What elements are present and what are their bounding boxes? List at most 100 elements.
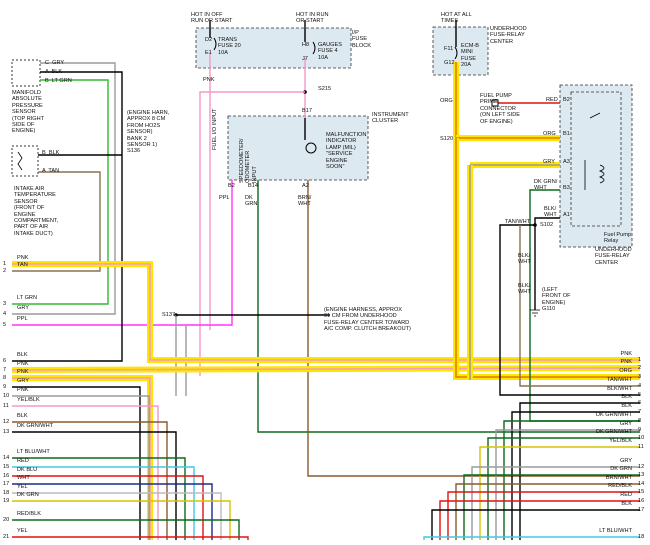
org-relay-label: ORG <box>543 131 556 137</box>
map-pin-b: B LT GRN <box>45 78 72 84</box>
left-wire-10 <box>12 395 150 540</box>
left-pin-number: 7 <box>3 367 7 373</box>
left-pin-number: 5 <box>3 322 7 328</box>
right-wire-7 <box>511 411 640 540</box>
left-wire-9 <box>12 386 141 540</box>
red-wire-label: RED <box>546 97 558 103</box>
right-pin-number: 12 <box>638 464 645 470</box>
right-pin-number: 13 <box>638 472 645 478</box>
left-pin-number: 9 <box>3 384 7 390</box>
ecm-b-fuse-label: ECM-B MINI FUSE 20A <box>461 43 480 69</box>
relay-pin-b3: B3 <box>563 185 570 191</box>
iat-resistor-symbol <box>17 151 23 171</box>
pnk-row1 <box>12 263 640 361</box>
tan-wht-row4 <box>519 225 640 387</box>
left-wire-label: PNK <box>17 387 29 393</box>
fuel-pump-relay-label: Fuel Pump Relay <box>604 232 632 245</box>
splice-s215: S215 <box>318 86 332 92</box>
right-pin-number: 10 <box>638 435 645 441</box>
left-wire-18 <box>12 492 222 540</box>
map-sensor-label: MANIFOLD ABSOLUTE PRESSURE SENSOR (TOP R… <box>12 90 45 135</box>
left-wire-label: TAN <box>17 262 28 268</box>
hot-at-all-times-label: HOT AT ALL TIMES <box>441 12 472 25</box>
mil-lamp-symbol <box>305 142 317 154</box>
right-wire-17 <box>431 509 640 540</box>
right-wire-label: GRY <box>619 458 632 464</box>
left-wire-label: RED/BLK <box>17 511 41 517</box>
right-wire-15 <box>447 491 640 540</box>
relay-pin-a3: A3 <box>563 159 570 165</box>
left-wire-21 <box>12 536 249 540</box>
left-wire-label: YEL <box>17 528 28 534</box>
relay-pin-b2: B2 <box>563 97 570 103</box>
right-wire-label: PNK <box>620 359 632 365</box>
right-wire-14 <box>455 483 640 540</box>
left-wire-label: PNK <box>17 255 29 261</box>
left-wire-label: RED <box>17 458 29 464</box>
ground-symbol <box>530 309 540 317</box>
left-pin-number: 8 <box>3 375 7 381</box>
right-wire-label: LT BLU/WHT <box>599 528 632 534</box>
right-wire-label: DK GRN/WHT <box>595 412 632 418</box>
underhood-center-label: UNDERHOOD FUSE-RELAY CENTER <box>595 247 632 266</box>
splice-s137: S137 <box>162 312 176 318</box>
right-wire-label: RED/BLK <box>608 483 632 489</box>
right-wire-label: BRN/WHT <box>605 475 632 481</box>
left-wire-label: LT BLU/WHT <box>17 449 50 455</box>
ppl-top-label: PPL <box>219 195 230 201</box>
left-pin-number: 16 <box>3 473 10 479</box>
pnk-top-label: PNK <box>203 77 215 83</box>
pin-a2: A2 <box>302 183 309 189</box>
pin-h8: H8 <box>302 42 310 48</box>
left-pin-number: 3 <box>3 301 7 307</box>
right-wire-label: GRY <box>619 421 632 427</box>
left-pin-number: 12 <box>3 419 10 425</box>
underhood-relay-center-box <box>559 84 633 248</box>
pin-d2: D2 <box>205 37 213 43</box>
blk-wht-ground-label-1: BLK/ WHT <box>518 253 531 266</box>
right-wire-13 <box>463 474 640 540</box>
map-gry <box>12 62 116 315</box>
pnk-row7 <box>11 367 641 371</box>
blk-wht-ground <box>534 217 560 310</box>
brn-wht-top-label: BRN/ WHT <box>298 195 312 208</box>
right-wire-label: BLK <box>621 403 632 409</box>
left-wire-label: LT GRN <box>17 295 37 301</box>
s215-pnk-branch <box>199 91 305 376</box>
right-wire-label: BLK <box>621 394 632 400</box>
iat-pin-a: A TAN <box>42 168 60 174</box>
right-wire-label: TAN/WHT <box>606 377 632 383</box>
left-pin-number: 20 <box>3 517 10 523</box>
trans-fuse-symbol <box>213 37 217 51</box>
left-wire-label: GRY <box>17 305 30 311</box>
right-wire-label: YEL/BLK <box>609 438 632 444</box>
left-wire-20 <box>12 519 240 540</box>
left-wire-label: PNK <box>17 369 29 375</box>
left-pin-number: 14 <box>3 455 10 461</box>
left-wire-label: BLK <box>17 413 28 419</box>
pnk-row8 <box>12 377 151 540</box>
right-pin-number: 7 <box>638 409 642 415</box>
right-pin-number: 2 <box>638 365 642 371</box>
left-wire-label: YEL <box>17 484 28 490</box>
right-pin-number: 18 <box>638 534 645 540</box>
right-wire-12 <box>471 466 640 540</box>
left-wire-label: GRY <box>17 378 30 384</box>
blk-wht-ground-label-2: BLK/ WHT <box>518 283 531 296</box>
right-wire-label: DK GRN/WHT <box>595 429 632 435</box>
pin-e1: E1 <box>205 50 212 56</box>
right-pin-number: 4 <box>638 383 642 389</box>
fuel-pump-relay-box <box>570 91 622 227</box>
engine-harn-label: (ENGINE HARN, APPROX 8 CM FROM HO2S SENS… <box>127 110 170 155</box>
right-pin-number: 16 <box>638 498 645 504</box>
left-pin-number: 21 <box>3 534 10 540</box>
underhood-center-top-label: UNDERHOOD FUSE-RELAY CENTER <box>490 26 527 45</box>
underhood-fuse-box-top <box>432 26 489 76</box>
dk-grn-wht-relay-label: DK GRN/ WHT <box>534 179 558 192</box>
left-pin-number: 17 <box>3 481 10 487</box>
pin-b2: B2 <box>228 183 235 189</box>
blk-wht-row5 <box>499 224 640 396</box>
right-wire-9 <box>495 429 640 540</box>
splice-s120: S120 <box>440 136 454 142</box>
